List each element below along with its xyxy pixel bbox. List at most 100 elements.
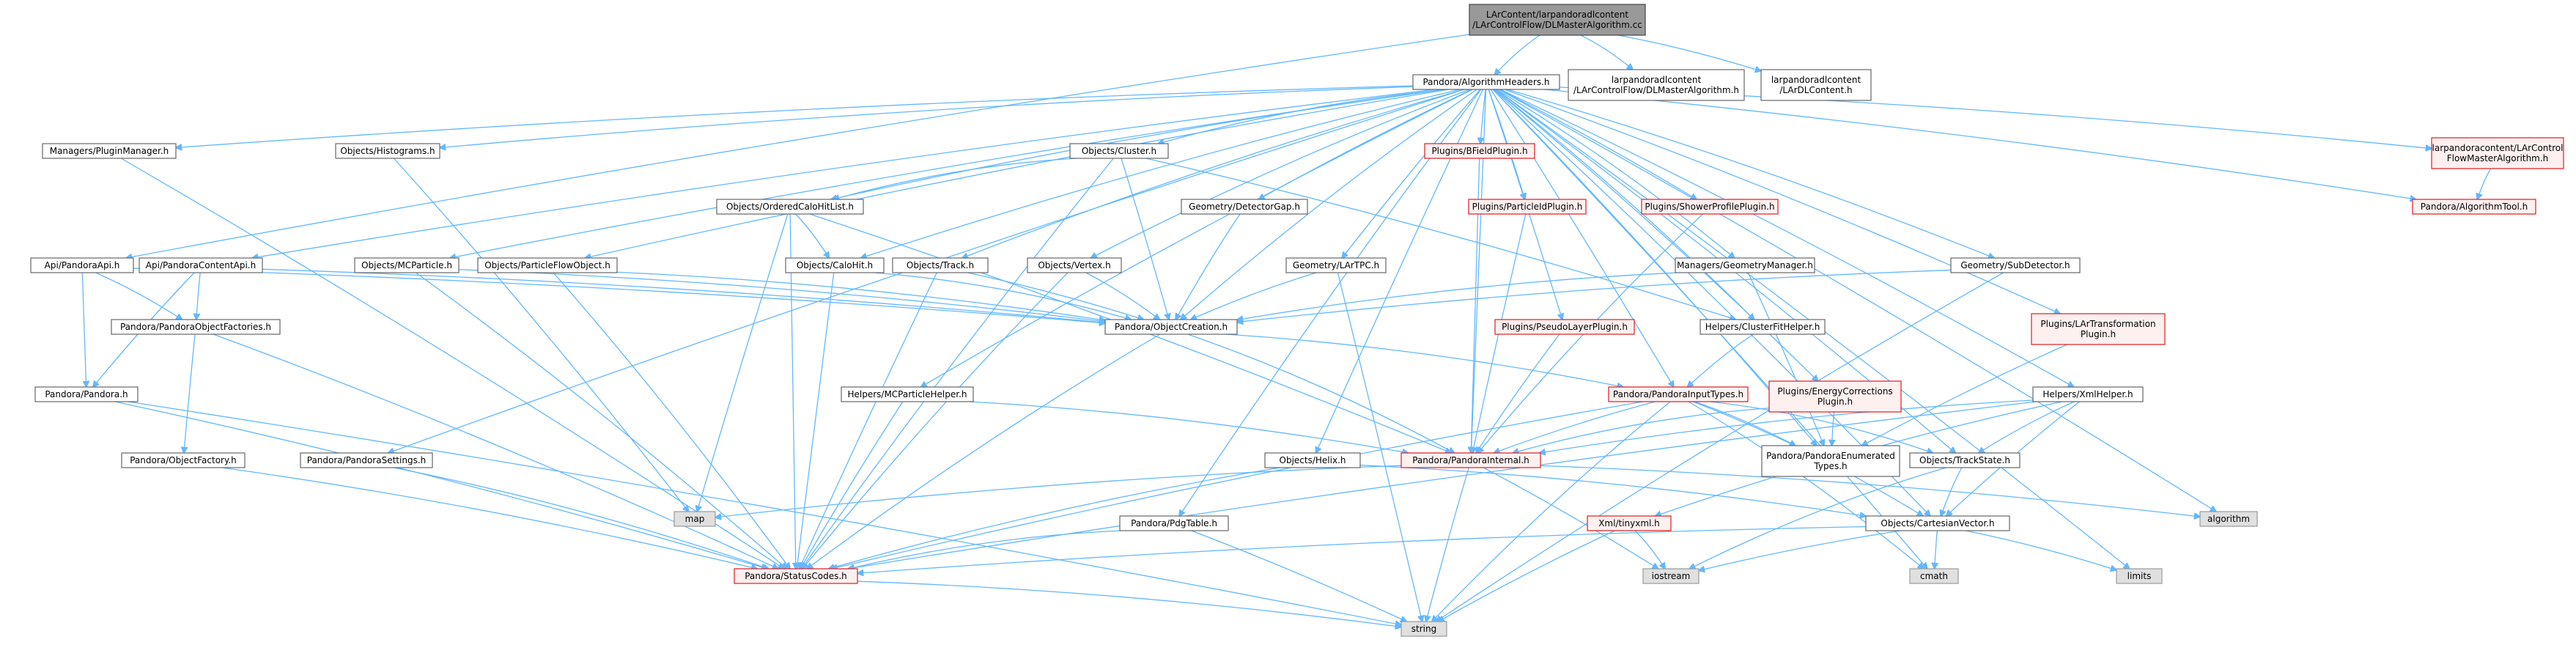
node-histograms[interactable]: Objects/Histograms.h <box>335 143 440 159</box>
node-label: Objects/Track.h <box>907 260 974 270</box>
node-geometryMgr[interactable]: Managers/GeometryManager.h <box>1675 257 1815 273</box>
node-inputTypes[interactable]: Pandora/PandoraInputTypes.h <box>1608 386 1749 402</box>
node-caloHit[interactable]: Objects/CaloHit.h <box>785 257 885 273</box>
edge-orderedCalo-to-map <box>697 213 789 512</box>
edge-algHeaders-to-energyCorr <box>1494 89 1818 381</box>
node-string[interactable]: string <box>1400 621 1447 637</box>
node-pluginMgr[interactable]: Managers/PluginManager.h <box>42 143 177 159</box>
edge-tinyxml-to-iostream <box>1634 530 1665 569</box>
edge-algHeaders-to-internal <box>1471 89 1487 453</box>
node-tinyxml[interactable]: Xml/tinyxml.h <box>1587 515 1672 531</box>
node-layer: LArContent/larpandoradlcontent/LArContro… <box>30 4 2564 637</box>
edge-pandoraApi-to-pandoraH <box>81 272 86 387</box>
node-pandoraH[interactable]: Pandora/Pandora.h <box>34 386 139 402</box>
node-iostream[interactable]: iostream <box>1642 568 1700 584</box>
node-larTpc[interactable]: Geometry/LArTPC.h <box>1285 257 1387 273</box>
node-label: Pandora/PandoraEnumerated <box>1766 451 1895 461</box>
edge-algHeaders-to-histograms <box>440 86 1414 147</box>
node-pseudoLayer[interactable]: Plugins/PseudoLayerPlugin.h <box>1494 319 1635 335</box>
edge-caloHit-to-objCreation <box>874 272 1132 320</box>
node-mcParticle[interactable]: Objects/MCParticle.h <box>354 257 460 273</box>
edge-helix-to-cartesian <box>1359 464 1866 517</box>
node-label: Plugins/ParticleIdPlugin.h <box>1472 202 1583 212</box>
node-box <box>1181 199 1308 215</box>
node-statusCodes[interactable]: Pandora/StatusCodes.h <box>734 568 858 584</box>
node-objCreation[interactable]: Pandora/ObjectCreation.h <box>1104 319 1238 335</box>
node-map[interactable]: map <box>673 511 716 527</box>
node-xmlHelper[interactable]: Helpers/XmlHelper.h <box>2032 386 2144 402</box>
node-cartesian[interactable]: Objects/CartesianVector.h <box>1865 515 2010 531</box>
node-box <box>1950 257 2081 273</box>
node-label: Plugin.h <box>2081 329 2116 339</box>
node-box <box>785 257 885 273</box>
node-cmath[interactable]: cmath <box>1909 568 1959 584</box>
node-box <box>1760 69 1872 101</box>
edge-cartesian-to-iostream <box>1699 530 1901 570</box>
node-bfield[interactable]: Plugins/BFieldPlugin.h <box>1424 143 1535 159</box>
node-detectorGap[interactable]: Geometry/DetectorGap.h <box>1181 199 1308 215</box>
node-mcHelper[interactable]: Helpers/MCParticleHelper.h <box>841 386 974 402</box>
edge-cartesian-to-limits <box>1966 530 2116 570</box>
node-label: Pandora/PandoraObjectFactories.h <box>120 322 271 332</box>
node-clusterFit[interactable]: Helpers/ClusterFitHelper.h <box>1700 319 1826 335</box>
node-label: map <box>685 514 705 524</box>
node-settings[interactable]: Pandora/PandoraSettings.h <box>300 452 433 468</box>
node-cluster[interactable]: Objects/Cluster.h <box>1069 143 1169 159</box>
node-label: Plugins/LArTransformation <box>2040 319 2155 329</box>
node-pfo[interactable]: Objects/ParticleFlowObject.h <box>477 257 618 273</box>
node-box <box>111 319 281 335</box>
edge-objFactory-to-statusCodes <box>221 467 757 569</box>
edge-algHeaders-to-caloHit <box>861 89 1461 258</box>
node-dlMasterH[interactable]: larpandoradlcontent/LArControlFlow/DLMas… <box>1568 69 1745 101</box>
node-particleId[interactable]: Plugins/ParticleIdPlugin.h <box>1468 199 1587 215</box>
node-objFactories[interactable]: Pandora/PandoraObjectFactories.h <box>111 319 281 335</box>
node-orderedCalo[interactable]: Objects/OrderedCaloHitList.h <box>716 199 864 215</box>
node-helix[interactable]: Objects/Helix.h <box>1264 452 1361 468</box>
node-vertex[interactable]: Objects/Vertex.h <box>1027 257 1122 273</box>
node-box <box>1909 568 1959 584</box>
node-pdgTable[interactable]: Pandora/PdgTable.h <box>1119 515 1229 531</box>
node-algTool[interactable]: Pandora/AlgorithmTool.h <box>2412 199 2536 215</box>
node-internal[interactable]: Pandora/PandoraInternal.h <box>1400 452 1541 468</box>
node-label: Objects/MCParticle.h <box>361 260 452 270</box>
node-box <box>1700 319 1826 335</box>
edge-internal-to-string <box>1426 467 1469 622</box>
node-box <box>1424 143 1535 159</box>
edge-mcParticle-to-statusCodes <box>416 272 787 569</box>
node-label: Pandora/PandoraInputTypes.h <box>1613 389 1743 399</box>
node-label: Pandora/ObjectCreation.h <box>1115 322 1228 332</box>
node-label: Managers/GeometryManager.h <box>1677 260 1813 270</box>
node-lardlContent[interactable]: larpandoradlcontent/LArDLContent.h <box>1760 69 1872 101</box>
node-root[interactable]: LArContent/larpandoradlcontent/LArContro… <box>1469 4 1646 36</box>
node-pandoraApi[interactable]: Api/PandoraApi.h <box>30 257 134 273</box>
node-label: Xml/tinyxml.h <box>1598 518 1660 528</box>
edge-internal-to-algorithm <box>1540 465 2200 517</box>
node-trackState[interactable]: Objects/TrackState.h <box>1909 452 2020 468</box>
node-limits[interactable]: limits <box>2116 568 2163 584</box>
node-larMasterAlg[interactable]: larpandoracontent/LArControlFlowMasterAl… <box>2431 137 2564 169</box>
edge-cluster-to-orderedCalo <box>833 158 1076 199</box>
node-objFactory[interactable]: Pandora/ObjectFactory.h <box>121 452 246 468</box>
node-label: larpandoradlcontent <box>1612 75 1702 85</box>
node-label: Pandora/ObjectFactory.h <box>130 455 237 465</box>
edge-cartesian-to-statusCodes <box>857 526 1867 574</box>
node-label: Objects/Vertex.h <box>1038 260 1110 270</box>
node-subDetector[interactable]: Geometry/SubDetector.h <box>1950 257 2081 273</box>
edge-algHeaders-to-larTransform <box>1504 89 2060 314</box>
edge-algHeaders-to-inputTypes <box>1490 89 1674 387</box>
node-track[interactable]: Objects/Track.h <box>892 257 989 273</box>
node-contentApi[interactable]: Api/PandoraContentApi.h <box>139 257 263 273</box>
node-label: Helpers/MCParticleHelper.h <box>847 389 967 399</box>
node-showerProfile[interactable]: Plugins/ShowerProfilePlugin.h <box>1641 199 1779 215</box>
node-algorithm[interactable]: algorithm <box>2199 511 2258 527</box>
node-algHeaders[interactable]: Pandora/AlgorithmHeaders.h <box>1412 74 1560 90</box>
node-label: larpandoracontent/LArControl <box>2432 143 2564 153</box>
edge-pandoraH-to-statusCodes <box>114 401 767 569</box>
node-label: Pandora/Pandora.h <box>45 389 128 399</box>
node-box <box>1468 199 1587 215</box>
edge-objFactories-to-statusCodes <box>213 333 778 569</box>
edge-larTpc-to-objCreation <box>1191 272 1317 320</box>
